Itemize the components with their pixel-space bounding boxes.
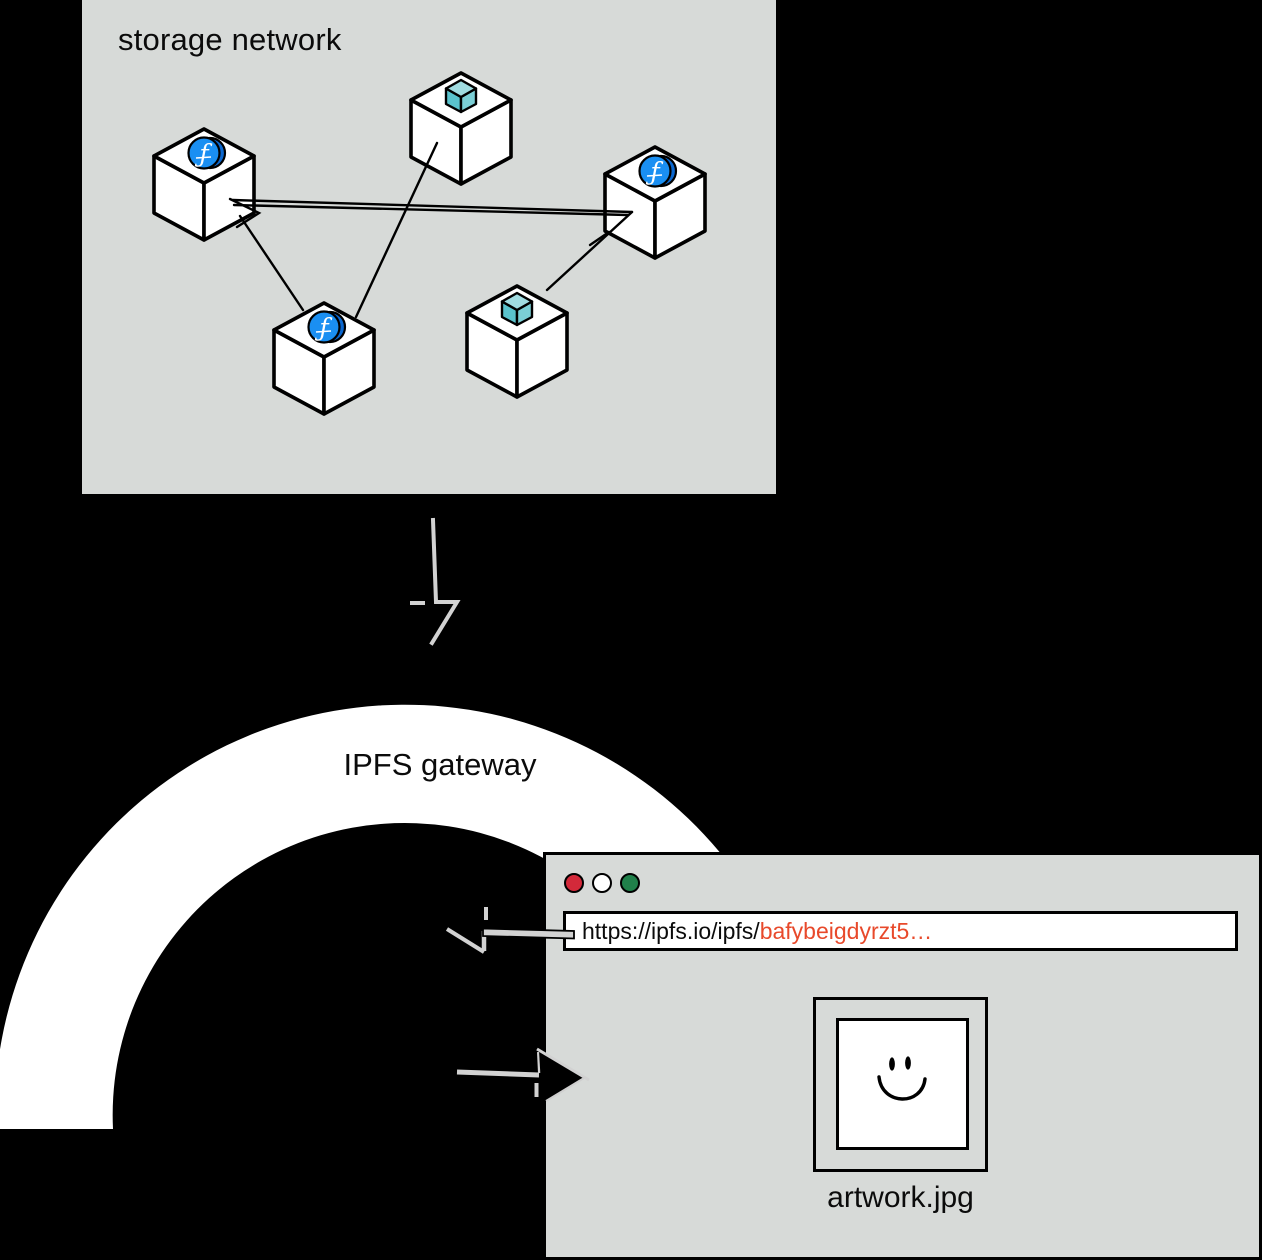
artwork-frame xyxy=(813,997,988,1172)
traffic-light-zoom[interactable] xyxy=(620,873,640,893)
filecoin-logo-icon: ƒ xyxy=(187,136,227,170)
gateway-label: IPFS gateway xyxy=(344,747,537,782)
down-arrow-icon xyxy=(410,517,461,646)
address-bar[interactable]: https://ipfs.io/ipfs/bafybeigdyrzt5… xyxy=(563,911,1238,951)
svg-text:ƒ: ƒ xyxy=(194,139,212,168)
traffic-lights xyxy=(564,873,640,893)
svg-text:ƒ: ƒ xyxy=(314,313,332,342)
storage-network-title: storage network xyxy=(118,22,342,57)
traffic-light-close[interactable] xyxy=(564,873,584,893)
url-prefix: https://ipfs.io/ipfs/ xyxy=(582,917,760,944)
traffic-light-minimize[interactable] xyxy=(592,873,612,893)
url-cid: bafybeigdyrzt5… xyxy=(759,917,933,944)
network-connection-lines xyxy=(228,141,634,319)
storage-network-graph: ƒ ƒ ƒ xyxy=(152,71,707,416)
artwork-label: artwork.jpg xyxy=(827,1181,974,1214)
filecoin-logo-icon: ƒ xyxy=(307,310,347,344)
smiley-face-icon xyxy=(877,1056,927,1101)
svg-text:ƒ: ƒ xyxy=(645,157,663,186)
artwork-image xyxy=(836,1018,969,1150)
ipfs-cube-icon xyxy=(500,291,534,327)
ipfs-cube-icon xyxy=(444,78,478,114)
browser-window: https://ipfs.io/ipfs/bafybeigdyrzt5… art… xyxy=(543,852,1262,1260)
storage-node-ipfs-1 xyxy=(409,71,513,186)
storage-network-panel: ƒ ƒ ƒ xyxy=(82,0,776,494)
filecoin-logo-icon: ƒ xyxy=(638,154,678,188)
